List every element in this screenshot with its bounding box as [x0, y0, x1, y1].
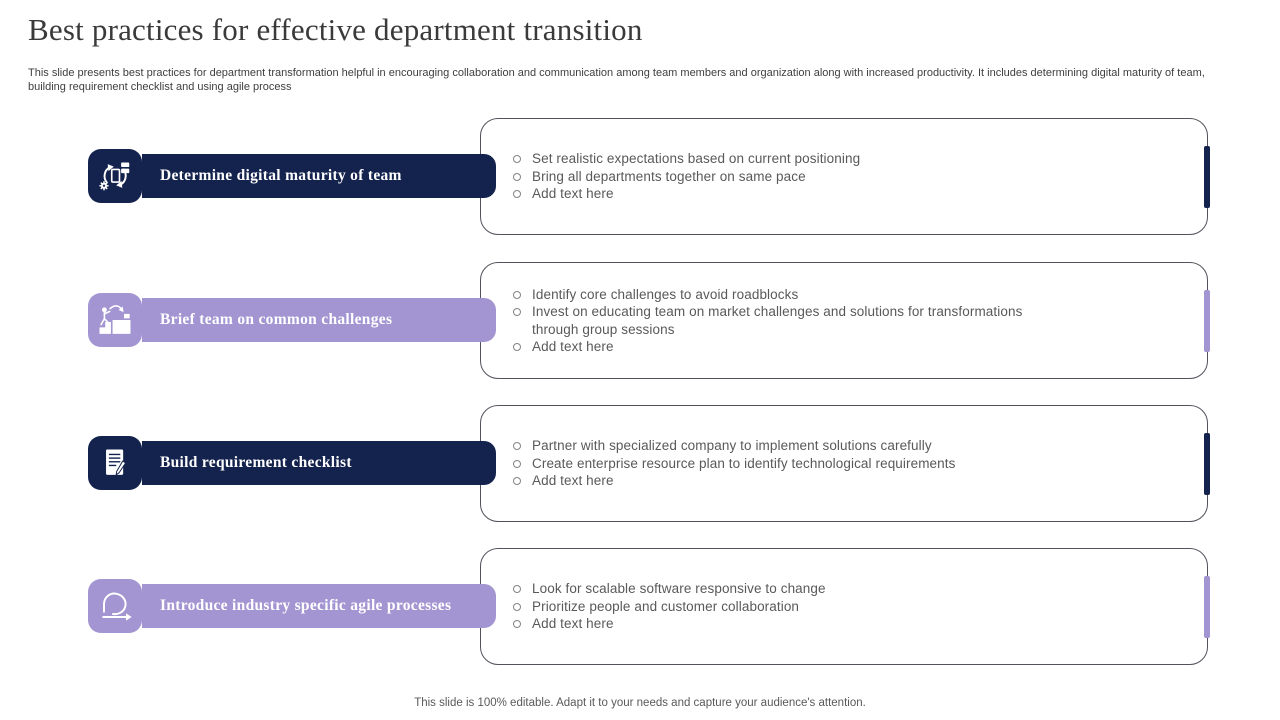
- bullet-text: Prioritize people and customer collabora…: [532, 598, 800, 614]
- digital-transformation-icon: [88, 149, 142, 203]
- practice-card: Identify core challenges to avoid roadbl…: [480, 262, 1210, 379]
- bullet-item: Add text here: [513, 615, 826, 633]
- bullet-marker-icon: [513, 155, 521, 164]
- bullet-item: Invest on educating team on market chall…: [513, 303, 1048, 338]
- practice-label: Determine digital maturity of team: [160, 167, 402, 184]
- bullet-text: Set realistic expectations based on curr…: [532, 151, 861, 167]
- bullet-marker-icon: [513, 585, 521, 594]
- bullet-item: Partner with specialized company to impl…: [513, 437, 955, 455]
- slide-description: This slide presents best practices for d…: [28, 67, 1205, 93]
- practice-card: Set realistic expectations based on curr…: [480, 118, 1210, 235]
- bullet-marker-icon: [513, 602, 521, 611]
- bullet-marker-icon: [513, 343, 521, 351]
- practice-label: Build requirement checklist: [160, 454, 352, 471]
- bullet-text: Look for scalable software responsive to…: [532, 581, 826, 597]
- bullet-item: Add text here: [513, 185, 860, 203]
- agile-loop-icon: [88, 579, 142, 633]
- footer-note: This slide is 100% editable. Adapt it to…: [414, 697, 866, 709]
- bullet-list: Look for scalable software responsive to…: [481, 580, 826, 633]
- bullet-item: Identify core challenges to avoid roadbl…: [513, 286, 1048, 304]
- bullet-text: Partner with specialized company to impl…: [532, 438, 932, 454]
- bullet-text: Add text here: [532, 473, 614, 489]
- practice-label-bar: Introduce industry specific agile proces…: [142, 584, 496, 628]
- practice-card: Partner with specialized company to impl…: [480, 405, 1210, 522]
- bullet-text: Invest on educating team on market chall…: [532, 304, 1023, 337]
- bullet-item: Add text here: [513, 338, 1048, 356]
- accent-bar: [1204, 432, 1210, 495]
- accent-bar: [1204, 145, 1210, 208]
- bullet-marker-icon: [513, 290, 521, 299]
- bullet-text: Add text here: [532, 186, 614, 202]
- practice-row: Identify core challenges to avoid roadbl…: [0, 262, 1280, 379]
- bullet-marker-icon: [513, 308, 521, 316]
- bullet-list: Set realistic expectations based on curr…: [481, 150, 860, 203]
- bullet-item: Look for scalable software responsive to…: [513, 580, 826, 598]
- document-pencil-icon: [88, 436, 142, 490]
- practice-card: Look for scalable software responsive to…: [480, 548, 1210, 665]
- bullet-marker-icon: [513, 620, 521, 629]
- page-title: Best practices for effective department …: [28, 12, 643, 47]
- bullet-text: Add text here: [532, 339, 614, 354]
- accent-bar: [1204, 575, 1210, 638]
- bullet-text: Bring all departments together on same p…: [532, 168, 806, 184]
- practice-row: Partner with specialized company to impl…: [0, 405, 1280, 522]
- bullet-item: Set realistic expectations based on curr…: [513, 150, 860, 168]
- bullet-text: Create enterprise resource plan to ident…: [532, 455, 956, 471]
- bullet-item: Create enterprise resource plan to ident…: [513, 455, 955, 473]
- practice-label-bar: Brief team on common challenges: [142, 298, 496, 342]
- bullet-marker-icon: [513, 442, 521, 451]
- bullet-item: Add text here: [513, 472, 955, 490]
- bullet-text: Add text here: [532, 616, 614, 632]
- practice-label-bar: Determine digital maturity of team: [142, 154, 496, 198]
- practice-label: Introduce industry specific agile proces…: [160, 597, 452, 614]
- practice-row: Set realistic expectations based on curr…: [0, 118, 1280, 235]
- bullet-item: Bring all departments together on same p…: [513, 168, 860, 186]
- bullet-list: Identify core challenges to avoid roadbl…: [481, 286, 1048, 356]
- bullet-marker-icon: [513, 190, 521, 199]
- bullet-marker-icon: [513, 459, 521, 468]
- bullet-text: Identify core challenges to avoid roadbl…: [532, 286, 799, 302]
- practice-label: Brief team on common challenges: [160, 311, 393, 328]
- bullet-item: Prioritize people and customer collabora…: [513, 598, 826, 616]
- practice-row: Look for scalable software responsive to…: [0, 548, 1280, 665]
- stairs-climb-icon: [88, 293, 142, 347]
- practice-label-bar: Build requirement checklist: [142, 441, 496, 485]
- bullet-list: Partner with specialized company to impl…: [481, 437, 955, 490]
- accent-bar: [1204, 289, 1210, 352]
- bullet-marker-icon: [513, 172, 521, 181]
- bullet-marker-icon: [513, 477, 521, 486]
